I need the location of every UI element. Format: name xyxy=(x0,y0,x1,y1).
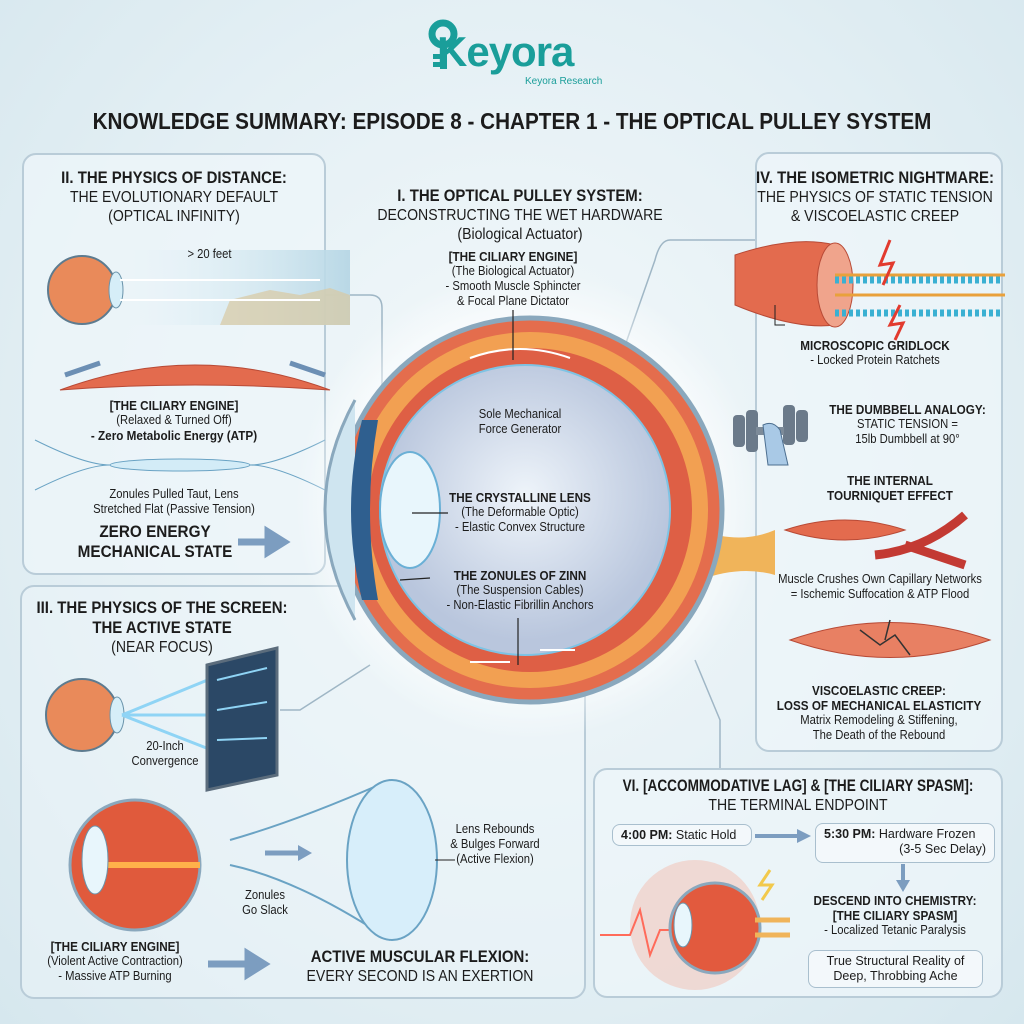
zonules-title: THE ZONULES OF ZINN xyxy=(453,568,587,583)
terminal-heading: VI. [ACCOMMODATIVE LAG] & [THE CILIARY S… xyxy=(622,776,974,795)
screen-subheading: THE ACTIVE STATE xyxy=(92,618,232,637)
creep-line2: The Death of the Rebound xyxy=(812,728,946,742)
bulging-lens-illustration xyxy=(229,779,455,941)
screen-zonules-line1: Zonules xyxy=(244,888,286,902)
logo-brand: Keyora xyxy=(437,28,574,75)
center-ciliary-line3: & Focal Plane Dictator xyxy=(457,294,569,308)
arrow-right-icon xyxy=(755,829,811,843)
crushed-capillary-illustration xyxy=(783,511,968,570)
ache-line2: Deep, Throbbing Ache xyxy=(833,969,958,983)
page-title: KNOWLEDGE SUMMARY: EPISODE 8 - CHAPTER 1… xyxy=(92,108,932,134)
center-ciliary-line2: - Smooth Muscle Sphincter xyxy=(445,279,581,293)
step2-text: Hardware Frozen xyxy=(878,827,976,841)
arrow-right-icon xyxy=(238,525,291,559)
screen-note: (NEAR FOCUS) xyxy=(111,639,213,656)
distance-state-line2: MECHANICAL STATE xyxy=(77,542,233,561)
tourniquet-title1: THE INTERNAL xyxy=(847,473,933,488)
ache-box: True Structural Reality of Deep, Throbbi… xyxy=(808,950,983,988)
force-line2: Force Generator xyxy=(478,422,562,436)
distant-eye-illustration xyxy=(47,250,350,325)
screen-lens-line2: & Bulges Forward xyxy=(450,837,540,851)
dumbbell-line2: 15lb Dumbbell at 90° xyxy=(855,432,960,446)
screen-ciliary-line2: - Massive ATP Burning xyxy=(58,969,172,983)
lens-line1: (The Deformable Optic) xyxy=(461,505,579,519)
gridlock-line1: - Locked Protein Ratchets xyxy=(810,353,940,367)
flexion-line1: ACTIVE MUSCULAR FLEXION: xyxy=(310,947,530,966)
center-ciliary-title: [THE CILIARY ENGINE] xyxy=(448,249,578,264)
distance-ciliary-line2: - Zero Metabolic Energy (ATP) xyxy=(90,428,258,443)
distance-heading: II. THE PHYSICS OF DISTANCE: xyxy=(61,168,287,187)
panel-terminal xyxy=(593,768,1003,998)
chem-title1: DESCEND INTO CHEMISTRY: xyxy=(813,893,977,908)
center-heading: I. THE OPTICAL PULLEY SYSTEM: xyxy=(397,186,643,205)
timeline-step-2: 5:30 PM: Hardware Frozen (3-5 Sec Delay) xyxy=(815,823,995,863)
step1-text: Static Hold xyxy=(675,828,737,842)
lens-title: THE CRYSTALLINE LENS xyxy=(449,490,591,505)
isometric-heading: IV. THE ISOMETRIC NIGHTMARE: xyxy=(755,168,994,187)
isometric-subheading2: & VISCOELASTIC CREEP xyxy=(790,208,960,225)
chem-line1: - Localized Tetanic Paralysis xyxy=(824,923,966,937)
screen-ciliary-title: [THE CILIARY ENGINE] xyxy=(50,939,180,954)
logo: Keyora Keyora Research xyxy=(425,18,605,87)
logo-tagline: Keyora Research xyxy=(525,76,603,87)
step2-note: (3-5 Sec Delay) xyxy=(899,842,986,856)
terminal-subheading: THE TERMINAL ENDPOINT xyxy=(708,797,888,814)
distance-state-line1: ZERO ENERGY xyxy=(99,522,211,541)
tourniquet-line1: Muscle Crushes Own Capillary Networks xyxy=(778,572,982,586)
timeline-step-1: 4:00 PM: Static Hold xyxy=(612,824,752,846)
dumbbell-title: THE DUMBBELL ANALOGY: xyxy=(829,402,986,417)
dumbbell-icon xyxy=(733,405,808,466)
flexion-line2: EVERY SECOND IS AN EXERTION xyxy=(306,968,534,985)
step1-time: 4:00 PM: xyxy=(621,828,673,842)
distance-zonules-line2: Stretched Flat (Passive Tension) xyxy=(93,502,255,516)
creep-line1: Matrix Remodeling & Stiffening, xyxy=(800,713,958,727)
distance-range-label: > 20 feet xyxy=(187,247,232,261)
zonules-line2: - Non-Elastic Fibrillin Anchors xyxy=(446,598,594,612)
near-focus-illustration xyxy=(45,646,279,792)
distance-subheading: THE EVOLUTIONARY DEFAULT xyxy=(69,189,279,206)
cracked-muscle-illustration xyxy=(788,619,992,658)
isometric-subheading1: THE PHYSICS OF STATIC TENSION xyxy=(757,189,993,206)
screen-heading: III. THE PHYSICS OF THE SCREEN: xyxy=(36,598,288,617)
relaxed-muscle-illustration xyxy=(59,360,331,391)
screen-zonules-line2: Go Slack xyxy=(242,903,288,917)
ache-line1: True Structural Reality of xyxy=(826,954,965,968)
taut-zonules-illustration xyxy=(34,439,326,491)
center-note: (Biological Actuator) xyxy=(457,226,583,243)
key-logo-icon xyxy=(428,19,458,69)
screen-lens-line1: Lens Rebounds xyxy=(455,822,535,836)
convergence-line1: 20-Inch xyxy=(146,739,184,753)
gridlock-title: MICROSCOPIC GRIDLOCK xyxy=(800,338,950,353)
muscle-fiber-illustration xyxy=(734,239,1005,341)
tourniquet-title2: TOURNIQUET EFFECT xyxy=(827,488,953,503)
creep-title1: VISCOELASTIC CREEP: xyxy=(812,683,946,698)
contracting-eye-illustration xyxy=(68,798,202,932)
panel-distance xyxy=(22,153,326,575)
screen-ciliary-line1: (Violent Active Contraction) xyxy=(47,954,183,968)
chem-title2: [THE CILIARY SPASM] xyxy=(832,908,958,923)
strained-eye-illustration xyxy=(600,860,790,990)
distance-note: (OPTICAL INFINITY) xyxy=(108,208,240,225)
arrow-down-icon xyxy=(896,864,910,892)
convergence-line2: Convergence xyxy=(131,754,199,768)
screen-lens-line3: (Active Flexion) xyxy=(456,852,534,866)
dumbbell-line1: STATIC TENSION = xyxy=(857,417,958,431)
lens-line2: - Elastic Convex Structure xyxy=(454,520,586,534)
distance-zonules-line1: Zonules Pulled Taut, Lens xyxy=(109,487,239,501)
creep-title2: LOSS OF MECHANICAL ELASTICITY xyxy=(776,698,982,713)
arrow-right-icon xyxy=(208,947,271,981)
distance-ciliary-title: [THE CILIARY ENGINE] xyxy=(109,398,239,413)
force-line1: Sole Mechanical xyxy=(478,407,562,421)
tourniquet-line2: = Ischemic Suffocation & ATP Flood xyxy=(790,587,970,601)
center-subheading: DECONSTRUCTING THE WET HARDWARE xyxy=(377,207,663,224)
center-ciliary-line1: (The Biological Actuator) xyxy=(451,264,575,278)
distance-ciliary-line1: (Relaxed & Turned Off) xyxy=(116,413,232,427)
zonules-line1: (The Suspension Cables) xyxy=(456,583,584,597)
step2-time: 5:30 PM: xyxy=(824,827,876,841)
